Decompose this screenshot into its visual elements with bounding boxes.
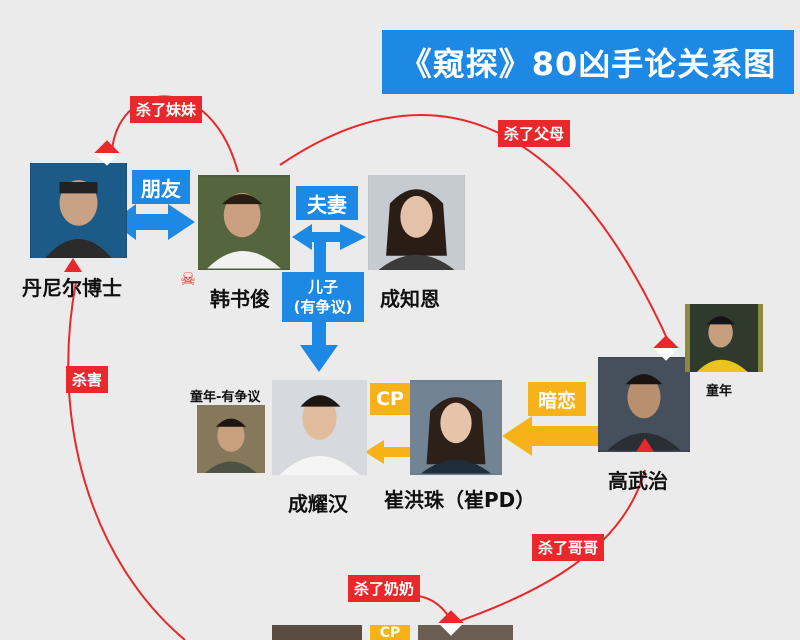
portrait-childhood-gao-image (690, 304, 758, 372)
arrow-couple (292, 224, 366, 272)
portrait-sung-ji (368, 175, 465, 270)
edge-killed (67, 281, 186, 640)
portrait-bottom-left (272, 625, 362, 640)
caption-childhood: 童年 (706, 384, 733, 399)
relation-killed-sister: 杀了妹妹 (130, 96, 203, 123)
portrait-childhood-sung-yao (197, 405, 265, 473)
portrait-sung-yao (272, 380, 367, 475)
arrow-crush (502, 416, 605, 456)
name-han: 韩书俊 (210, 287, 270, 311)
relation-cp-bottom: CP (370, 625, 410, 640)
relation-killed-grandma: 杀了奶奶 (348, 575, 421, 602)
portrait-childhood-gao (685, 304, 763, 372)
portrait-gao-image (598, 358, 690, 451)
relation-killed-parents: 杀了父母 (498, 120, 571, 147)
name-daniel: 丹尼尔博士 (22, 276, 122, 300)
arrow-friends (112, 204, 195, 240)
portrait-gao (598, 357, 690, 452)
portrait-childhood-sung-yao-image (197, 405, 265, 473)
diagram-title: 《窥探》80凶手论关系图 (382, 30, 794, 94)
relation-cp: CP (370, 383, 410, 415)
relation-couple: 夫妻 (296, 186, 358, 220)
edge-killed-parents (279, 114, 671, 346)
relation-son-line1: 儿子 (307, 278, 338, 296)
skull-icon: ☠ (180, 269, 197, 290)
caption-childhood-disputed: 童年-有争议 (190, 390, 261, 405)
name-sung-ji: 成知恩 (380, 287, 440, 311)
relation-son: 儿子 (有争议) (282, 272, 364, 322)
edge-killed-brother (439, 469, 646, 629)
portrait-bottom-right (418, 625, 513, 640)
arrow-son (300, 320, 338, 372)
portrait-cui (410, 380, 502, 475)
portrait-daniel-image (31, 163, 126, 258)
relation-crush: 暗恋 (528, 382, 586, 416)
relation-son-line2: (有争议) (293, 298, 353, 316)
name-gao: 高武治 (608, 469, 668, 493)
relation-killed-brother: 杀了哥哥 (532, 534, 605, 561)
relation-friends: 朋友 (132, 170, 190, 204)
arrow-cp (365, 440, 438, 464)
name-sung-yao: 成耀汉 (288, 492, 348, 516)
portrait-daniel (30, 163, 127, 258)
portrait-han-image (198, 176, 290, 269)
portrait-sung-ji-image (369, 175, 464, 270)
name-cui: 崔洪珠（崔PD） (384, 488, 536, 512)
relation-killed: 杀害 (66, 366, 109, 393)
portrait-cui-image (410, 381, 502, 474)
portrait-han (198, 175, 290, 270)
portrait-sung-yao-image (272, 380, 367, 475)
